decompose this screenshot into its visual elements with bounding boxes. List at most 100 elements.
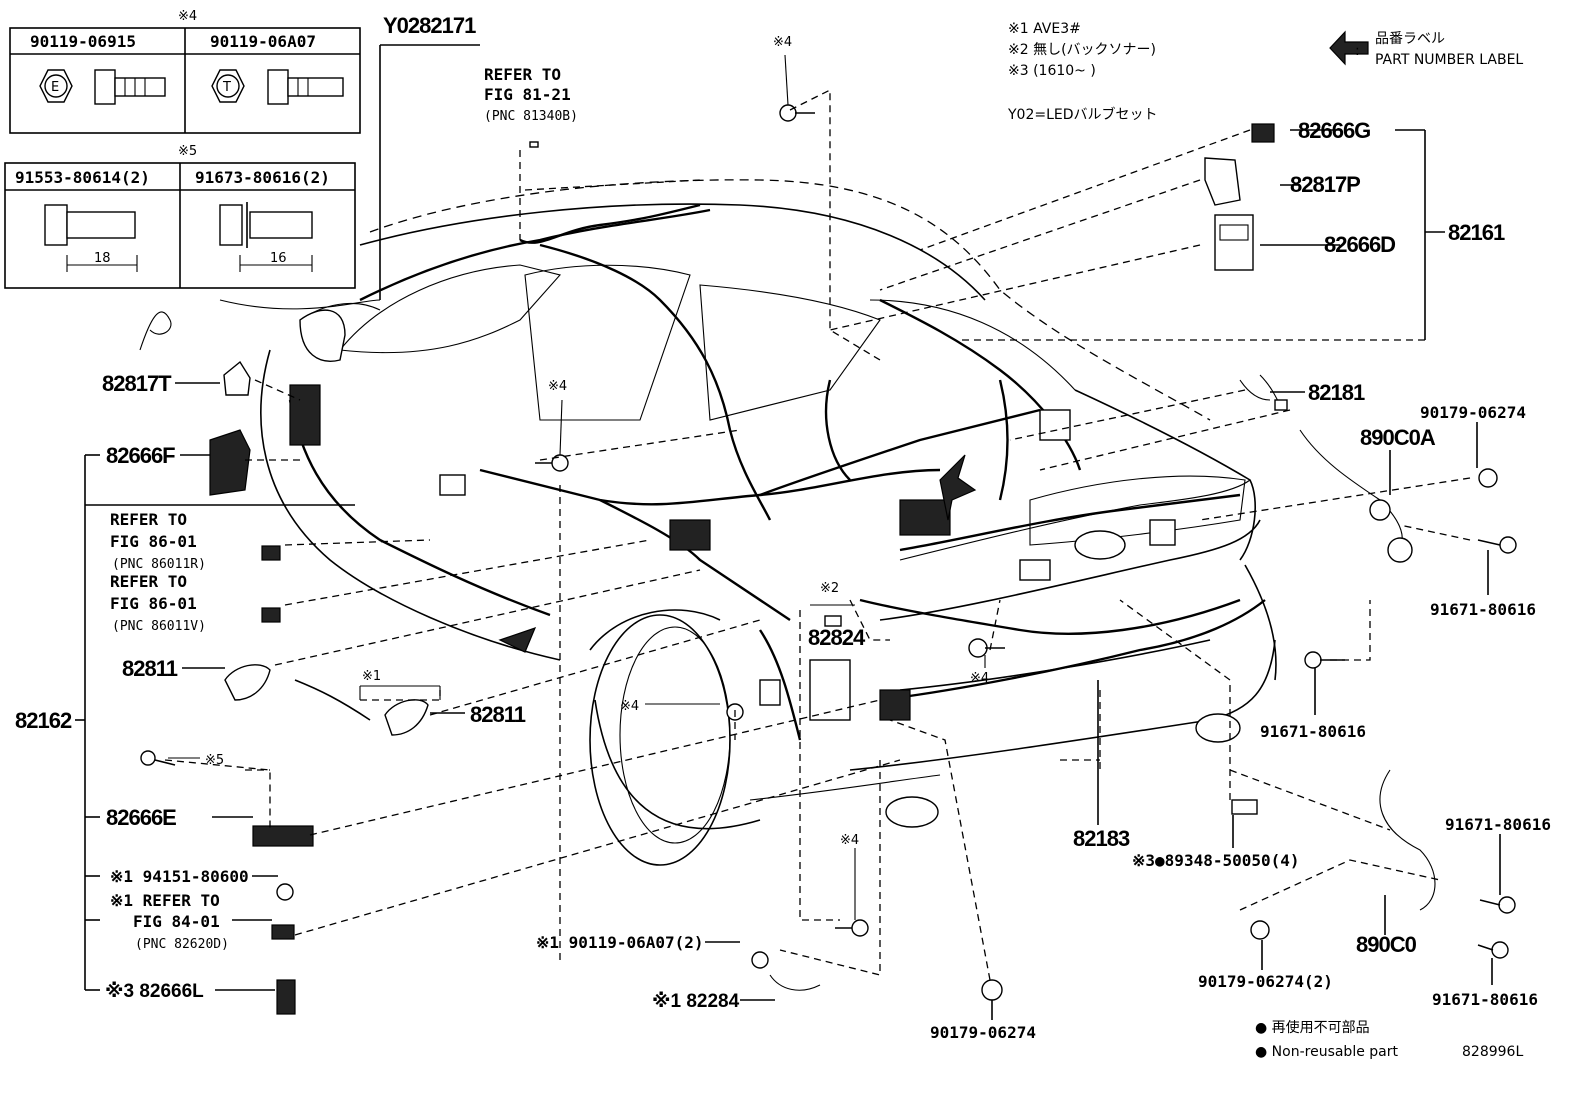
label-refer-84-3: (PNC 82620D) [135,937,229,952]
bolt-table-top-mark: ※4 [178,9,197,24]
bolt-icon [851,919,869,937]
label-82666f: 82666F [106,443,175,468]
nut-icon [981,979,1003,1001]
bolt-table-top: ※4 90119-06915 90119-06A07 E T [9,9,361,134]
legend-note-2: ※2 無し(バックソナー) [1008,42,1156,58]
connector-block-icon [1214,214,1254,271]
svg-text:18: 18 [94,251,111,266]
bolt-icon [1499,536,1517,554]
label-90119-06a07: ※1 90119-06A07(2) [536,933,704,952]
nut-icon [1478,468,1498,488]
connector-icon [261,545,281,561]
clip-icon [529,141,539,148]
connector-icon [271,924,295,940]
clip-icon [384,699,429,736]
label-refer-86-b2: FIG 86-01 [110,594,197,613]
svg-text:16: 16 [270,251,287,266]
label-mark4-d: ※4 [620,699,639,714]
label-refer-81-21-b: FIG 81-21 [484,85,571,104]
connector-block-icon [252,825,314,847]
svg-text:T: T [222,80,231,95]
label-mark4-c: ※4 [970,671,989,686]
label-91671-80616-a: 91671-80616 [1430,600,1536,619]
label-82183: 82183 [1073,826,1130,851]
footer: ● 再使用不可部品 ● Non-reusable part 828996L [1255,1019,1523,1060]
bolt-icon [1498,896,1516,914]
bracket-icon [276,979,296,1015]
label-mark4-mid: ※4 [548,379,567,394]
legend-arrow-icon [1329,30,1369,66]
wire-harness [288,203,1436,991]
footer-diagram-code: 828996L [1462,1044,1523,1060]
label-91671-80616-d: 91671-80616 [1432,990,1538,1009]
bolt-icon [1304,651,1322,669]
label-mark5: ※5 [205,753,224,768]
legend-note-3: ※3 (1610~ ) [1008,63,1096,79]
label-90179-06274-b: 90179-06274(2) [1198,972,1333,991]
label-90179-06274-a: 90179-06274 [1420,403,1526,422]
label-refer-81-21-c: (PNC 81340B) [484,109,578,124]
bolt-table-bottom-right-label: 91673-80616(2) [195,168,330,187]
legend-arrow-jp: 品番ラベル [1375,31,1445,47]
connector-icon [824,615,842,627]
clip-icon [224,664,271,701]
label-82811-a: 82811 [122,656,178,681]
label-refer-84-1: ※1 REFER TO [110,891,220,910]
connector-block-icon [209,429,251,496]
label-y0282171: Y0282171 [383,13,476,38]
sensor-icon [1387,537,1413,563]
label-82161: 82161 [1448,220,1505,245]
label-refer-86-a1: REFER TO [110,510,187,529]
label-refer-86-a2: FIG 86-01 [110,532,197,551]
clip-icon [276,883,294,901]
part-labels: Y0282171 REFER TO FIG 81-21 (PNC 81340B)… [15,13,1551,1042]
bolt-table-top-left-label: 90119-06915 [30,32,136,51]
connector-icon [1251,123,1275,143]
label-refer-81-21-a: REFER TO [484,65,561,84]
label-82811-b: 82811 [470,702,526,727]
label-890c0a: 890C0A [1360,425,1436,450]
sensor-icon [1369,499,1391,521]
label-82666d: 82666D [1324,232,1395,257]
bolt-icon [1491,941,1509,959]
label-82666e: 82666E [106,805,176,830]
label-refer-86-b3: (PNC 86011V) [112,619,206,634]
nut-icon [1250,920,1270,940]
bolt-icon [751,951,769,969]
bolt-table-bottom: ※5 91553-80614(2) 91673-80616(2) 18 16 [4,144,356,289]
part-icons-left [140,104,1005,1015]
connector-icon [261,607,281,623]
bracket-icon [223,360,251,396]
label-mark4-e: ※4 [840,833,859,848]
label-82181: 82181 [1308,380,1365,405]
label-82817t: 82817T [102,371,172,396]
bolt-icon [779,104,797,122]
part-number-label-arrows [294,30,1369,721]
bolt-table-bottom-mark: ※5 [178,144,197,159]
label-91671-80616-b: 91671-80616 [1260,722,1366,741]
bracket-icon [1204,157,1241,206]
label-82817p: 82817P [1290,172,1360,197]
label-refer-86-a3: (PNC 86011R) [112,557,206,572]
legend-arrow-separator: : [1355,43,1360,59]
bolt-icon [140,750,156,766]
label-89348-50050: ※3●89348-50050(4) [1132,851,1300,870]
label-refer-86-b1: REFER TO [110,572,187,591]
label-mark4-top: ※4 [773,35,792,50]
footer-nonreusable-en: ● Non-reusable part [1255,1044,1398,1060]
part-icons [981,123,1517,1001]
legend-arrow-en: PART NUMBER LABEL [1375,52,1523,68]
bolt-hex-head-icon: T [211,69,245,103]
footer-nonreusable-jp: ● 再使用不可部品 [1255,1019,1370,1036]
label-82666g: 82666G [1298,118,1370,143]
legend: ※1 AVE3# ※2 無し(バックソナー) ※3 (1610~ ) Y02=L… [1007,21,1523,123]
bolt-table-bottom-left-label: 91553-80614(2) [15,168,150,187]
label-mark1-a: ※1 [362,669,381,684]
label-90179-06274-c: 90179-06274 [930,1023,1036,1042]
label-refer-84-2: FIG 84-01 [133,912,220,931]
svg-text:E: E [51,80,59,95]
leader-lines [75,44,1501,1020]
label-82284: ※1 82284 [652,991,740,1012]
label-91671-80616-c: 91671-80616 [1445,815,1551,834]
bolt-icon [968,638,988,658]
